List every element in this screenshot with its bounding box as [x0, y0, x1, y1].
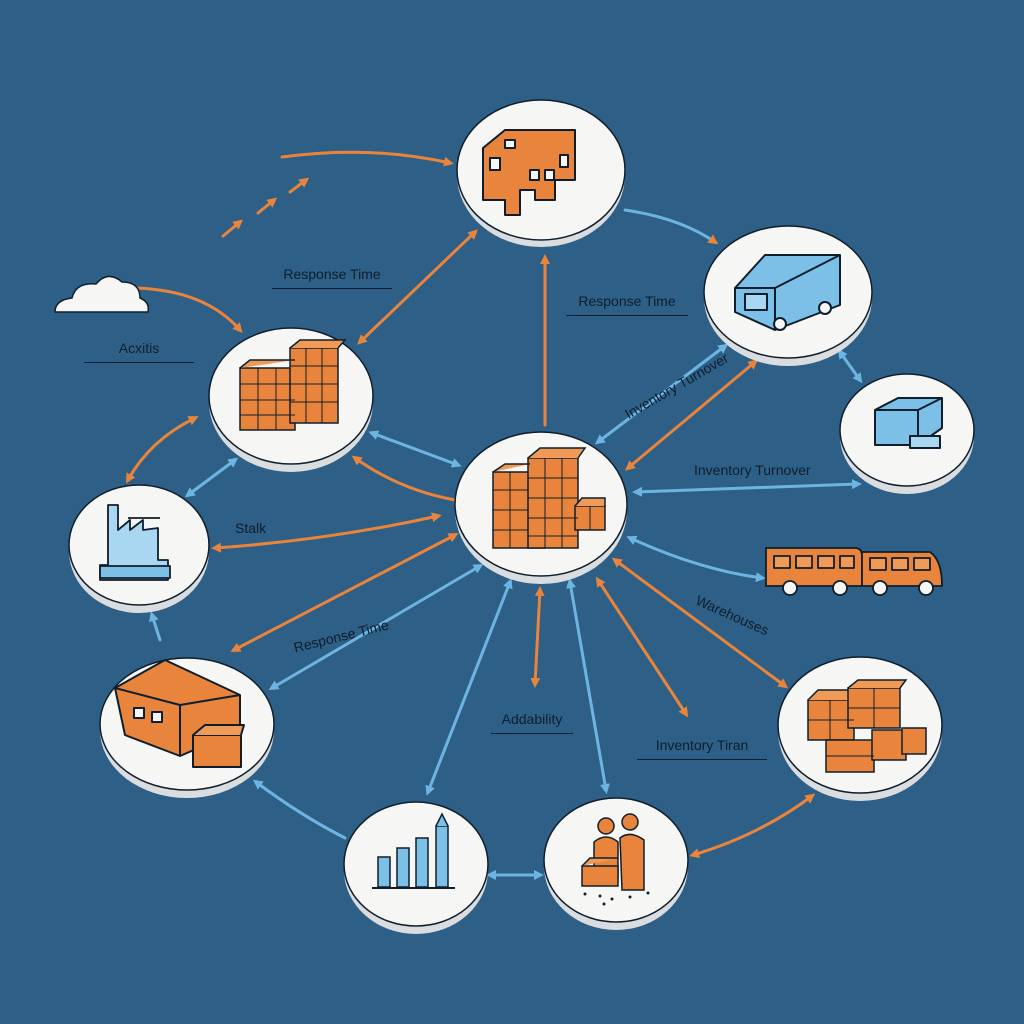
arrow-hub-trailer-orange: [624, 359, 759, 471]
arrow-hub-crates-orange: [351, 455, 457, 502]
arrow-chart-hub: [425, 578, 513, 796]
workers-icon: [581, 813, 645, 891]
arrow-small-3: [288, 177, 310, 194]
arrow-small-2: [256, 197, 278, 215]
bus-icon: [765, 547, 943, 596]
arrow-factory-crates: [357, 229, 478, 345]
stacked-crates-icon: [239, 339, 347, 431]
arrow-factory-trailer: [623, 208, 719, 245]
arrow-trailer-container: [837, 348, 863, 384]
node-crates-left[interactable]: [208, 327, 374, 472]
node-trailer[interactable]: [703, 225, 873, 366]
arrow-hub-workers: [566, 578, 610, 794]
arrow-small-1: [221, 219, 244, 238]
arrow-crates-plant-blue: [184, 457, 239, 498]
node-factory[interactable]: [456, 99, 626, 247]
node-boxes-right[interactable]: [777, 656, 943, 801]
container-box-icon: [874, 397, 943, 449]
cloud-icon: [54, 275, 150, 313]
factory-building-icon: [482, 129, 576, 216]
node-workers[interactable]: [543, 797, 689, 930]
label-inventory-tiran: Inventory Tiran: [637, 737, 767, 760]
shipping-boxes-icon: [807, 679, 927, 773]
arrow-workers-boxes: [689, 793, 816, 859]
central-pallet-stack-icon: [492, 447, 606, 549]
label-acxitis: Acxitis: [84, 340, 194, 363]
arrow-hub-bus: [626, 535, 766, 583]
warehouse-icon: [114, 659, 245, 768]
arrow-hub-down: [530, 586, 545, 688]
arrow-chart-warehouse: [252, 779, 347, 840]
industrial-plant-icon: [99, 504, 171, 581]
node-warehouse[interactable]: [99, 657, 275, 798]
arrow-crates-plant-orange: [126, 416, 199, 484]
node-hub[interactable]: [454, 431, 628, 584]
node-plant[interactable]: [68, 484, 210, 613]
arrow-to-factory: [280, 150, 454, 167]
arrow-hub-container: [632, 479, 862, 497]
label-response-time-top: Response Time: [272, 266, 392, 289]
label-response-time-right: Response Time: [566, 293, 688, 316]
arrow-cloud-to-crates: [133, 286, 243, 334]
label-addability: Addability: [491, 711, 573, 734]
label-stalk: Stalk: [235, 520, 267, 536]
trailer-icon: [734, 254, 841, 331]
arrow-crates-hub-blue: [368, 430, 462, 468]
bar-chart-icon: [372, 812, 455, 889]
node-container[interactable]: [839, 373, 975, 494]
arrow-warehouse-plant: [149, 611, 162, 642]
node-chart[interactable]: [343, 801, 489, 934]
ground-dots: [583, 891, 650, 906]
label-inventory-turnover-right: Inventory Turnover: [694, 462, 811, 478]
